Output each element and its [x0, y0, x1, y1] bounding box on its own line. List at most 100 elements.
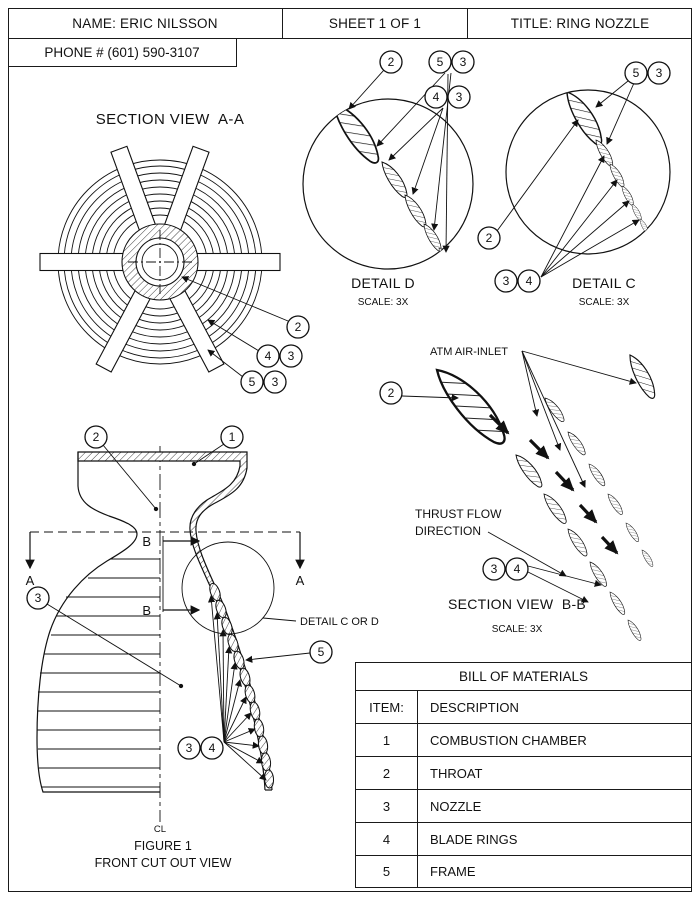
balloon-number: 5 — [437, 55, 444, 69]
balloon-3b: 3 — [177, 736, 201, 760]
balloon-circle — [263, 370, 287, 394]
section-aa-title: SECTION VIEW A-A — [96, 111, 245, 128]
balloon-circle — [624, 61, 648, 85]
balloon-4: 4 — [424, 85, 448, 109]
blade-ring-fan-leaders — [207, 595, 267, 781]
balloon-number: 2 — [93, 430, 100, 444]
section-aa-leaders — [181, 276, 289, 378]
balloon-5: 5 — [624, 61, 648, 85]
bom-item-number: 4 — [356, 823, 418, 855]
nozzle-leader — [46, 603, 184, 689]
figure1-caption-2: FRONT CUT OUT VIEW — [95, 856, 232, 870]
sheet-cell: SHEET 1 OF 1 — [283, 8, 468, 38]
balloon-2: 2 — [379, 50, 403, 74]
throat-leader — [102, 444, 159, 512]
chamber-leader — [191, 443, 225, 467]
balloon-circle — [309, 640, 333, 664]
section-b-cutline: B B — [142, 534, 201, 618]
balloon-circle — [379, 381, 403, 405]
thrust-flow-label-1: THRUST FLOW — [415, 507, 502, 521]
balloon-circle — [279, 344, 303, 368]
balloon-number: 2 — [388, 55, 395, 69]
balloon-number: 4 — [526, 274, 533, 288]
bom-item-description: THROAT — [430, 765, 483, 781]
blade-leaders — [527, 565, 602, 603]
balloon-number: 3 — [503, 274, 510, 288]
balloon-4: 4 — [505, 557, 529, 581]
bom-item-description: FRAME — [430, 864, 476, 879]
balloon-5: 5 — [428, 50, 452, 74]
balloon-circle — [447, 85, 471, 109]
detail-c-view: 5 3 2 3 4 DETAIL C SCALE: 3X — [477, 61, 671, 308]
balloon-3b: 3 — [447, 85, 471, 109]
balloon-3: 3 — [451, 50, 475, 74]
balloon-circle — [200, 736, 224, 760]
balloon-3: 3 — [279, 344, 303, 368]
bom-item-number: 3 — [356, 790, 418, 822]
balloon-4: 4 — [517, 269, 541, 293]
balloon-number: 3 — [186, 741, 193, 755]
balloon-number: 2 — [388, 386, 395, 400]
balloon-circle — [477, 226, 501, 250]
title-block: NAME: ERIC NILSSON SHEET 1 OF 1 TITLE: R… — [8, 8, 692, 39]
balloon-4: 4 — [200, 736, 224, 760]
thrust-flow-label-2: DIRECTION — [415, 524, 481, 538]
bom-col-desc: DESCRIPTION — [430, 699, 519, 715]
bill-of-materials-table: BILL OF MATERIALS ITEM: DESCRIPTION 1 CO… — [355, 662, 692, 888]
bom-item-number: 5 — [356, 856, 418, 887]
balloon-circle — [428, 50, 452, 74]
detail-c-circle — [505, 89, 671, 255]
air-inlet-leaders — [521, 350, 637, 488]
balloon-number: 3 — [272, 375, 279, 389]
balloon-number: 4 — [514, 562, 521, 576]
balloon-number: 5 — [318, 645, 325, 659]
bom-item-description: BLADE RINGS — [430, 831, 518, 847]
detail-c-scale: SCALE: 3X — [579, 297, 630, 308]
balloon-number: 4 — [209, 741, 216, 755]
hub-hatch-annulus — [121, 223, 199, 301]
balloon-5: 5 — [240, 370, 264, 394]
balloon-circle — [256, 344, 280, 368]
balloon-circle — [379, 50, 403, 74]
balloon-circle — [220, 425, 244, 449]
balloon-circle — [505, 557, 529, 581]
figure1-caption-1: FIGURE 1 — [134, 839, 192, 853]
balloon-circle — [647, 61, 671, 85]
balloon-3: 3 — [26, 586, 50, 610]
detail-reference-circle — [181, 541, 275, 635]
section-aa-view: SECTION VIEW A-A — [39, 111, 310, 394]
centerline-label: CL — [154, 824, 166, 835]
balloon-number: 3 — [35, 591, 42, 605]
bom-item-description: COMBUSTION CHAMBER — [430, 732, 587, 748]
detail-note-leader — [262, 617, 297, 622]
section-a-cutline: A A — [25, 531, 305, 588]
frame-spokes — [39, 145, 281, 373]
section-bb-scale: SCALE: 3X — [492, 624, 543, 635]
balloon-circle — [424, 85, 448, 109]
balloon-circle — [177, 736, 201, 760]
throat-leader — [401, 394, 459, 402]
thrust-direction-leader — [487, 531, 567, 577]
balloon-3: 3 — [482, 557, 506, 581]
bom-item-description: NOZZLE — [430, 798, 482, 814]
balloon-5: 5 — [309, 640, 333, 664]
balloon-2: 2 — [286, 315, 310, 339]
frame-leader — [245, 652, 311, 663]
bom-col-item: ITEM: — [356, 691, 418, 723]
bom-row-4: 4 BLADE RINGS — [356, 823, 691, 856]
balloon-number: 5 — [633, 66, 640, 80]
balloon-circle — [451, 50, 475, 74]
section-b-label-bottom: B — [142, 603, 151, 618]
section-bb-view: ATM AIR-INLET THRUST FLOW DIRECTION 2 3 … — [379, 346, 661, 643]
balloon-number: 3 — [456, 90, 463, 104]
balloon-number: 5 — [249, 375, 256, 389]
throat-hub — [121, 223, 199, 301]
balloon-number: 2 — [295, 320, 302, 334]
balloon-circle — [84, 425, 108, 449]
balloon-circle — [286, 315, 310, 339]
sheet-border — [8, 8, 692, 892]
detail-d-circle — [302, 98, 474, 270]
balloon-number: 4 — [433, 90, 440, 104]
bom-row-5: 5 FRAME — [356, 856, 691, 887]
